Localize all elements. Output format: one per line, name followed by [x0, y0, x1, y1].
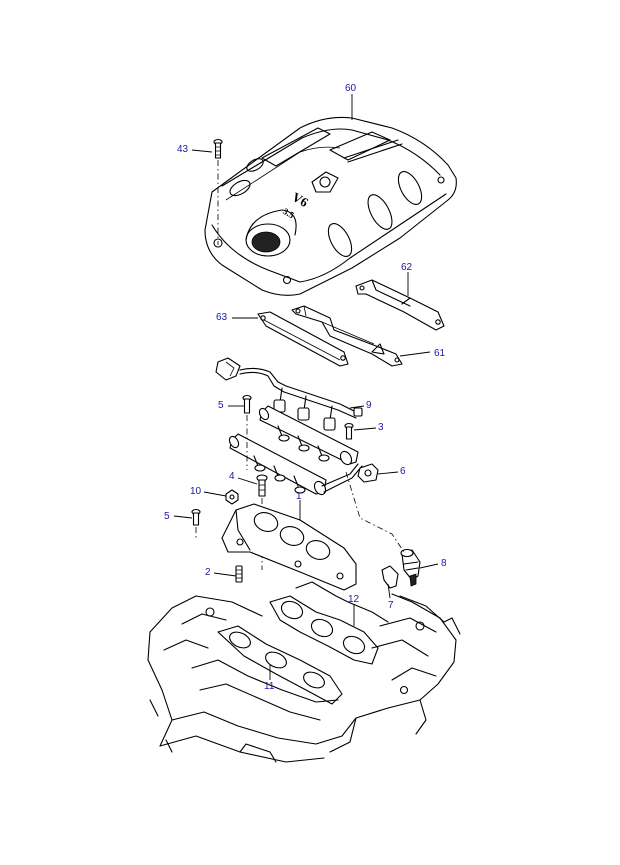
callout-9: 9 — [366, 400, 372, 411]
callout-6: 6 — [400, 466, 406, 477]
injector-8[interactable] — [400, 548, 421, 587]
callout-1: 1 — [296, 491, 302, 502]
callout-43: 43 — [177, 144, 189, 155]
leader-lines — [173, 94, 439, 680]
gasket-12[interactable] — [269, 595, 379, 665]
callout-5-lower: 5 — [164, 511, 170, 522]
callout-labels: 60 43 62 63 61 9 5 3 6 4 10 1 5 8 2 7 12… — [164, 83, 447, 692]
fuel-damper-6[interactable] — [357, 463, 379, 483]
engine-cover[interactable]: V6 3.5 — [204, 116, 457, 296]
bracket-61[interactable] — [291, 305, 403, 367]
callout-8: 8 — [441, 558, 447, 569]
engine-block — [147, 581, 461, 763]
injector-harness-9[interactable] — [215, 357, 363, 431]
gasket-11[interactable] — [217, 625, 343, 705]
callout-61: 61 — [434, 348, 446, 359]
callout-60: 60 — [345, 83, 357, 94]
nut-10[interactable] — [225, 489, 239, 505]
bolt-4[interactable] — [256, 474, 268, 497]
bolt-3[interactable] — [344, 422, 354, 440]
stud-2[interactable] — [235, 565, 243, 583]
callout-11: 11 — [264, 681, 275, 692]
bracket-62[interactable] — [355, 279, 445, 331]
callout-3: 3 — [378, 422, 384, 433]
injector-centerline — [345, 471, 405, 553]
callout-7: 7 — [388, 600, 394, 611]
fuel-rail-upper[interactable] — [258, 405, 359, 467]
bolt-5-lower[interactable] — [191, 508, 201, 526]
intake-manifold-1[interactable] — [221, 503, 357, 591]
bolt-43[interactable] — [213, 138, 223, 159]
bolt-5-upper[interactable] — [242, 394, 252, 414]
callout-2: 2 — [205, 567, 211, 578]
callout-12: 12 — [348, 594, 360, 605]
callout-4: 4 — [229, 471, 235, 482]
clip-7[interactable] — [381, 565, 399, 589]
callout-63: 63 — [216, 312, 228, 323]
callout-10: 10 — [190, 486, 202, 497]
callout-62: 62 — [401, 262, 413, 273]
callout-5-upper: 5 — [218, 400, 224, 411]
fuel-rail-lower[interactable] — [228, 433, 363, 497]
bracket-63[interactable] — [257, 311, 349, 367]
cover-badge-v6: V6 — [290, 189, 312, 210]
